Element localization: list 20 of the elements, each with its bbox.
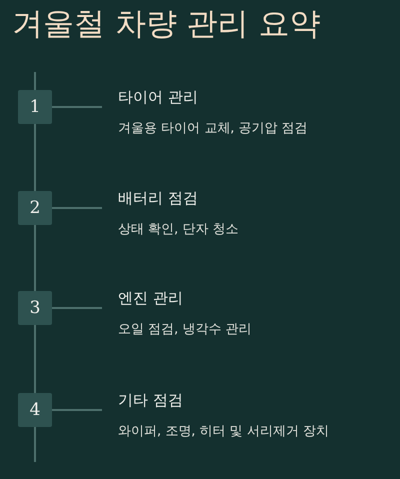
step-description: 와이퍼, 조명, 히터 및 서리제거 장치 <box>118 423 330 441</box>
step-heading: 기타 점검 <box>118 390 184 410</box>
step-description: 겨울용 타이어 교체, 공기압 점검 <box>118 120 309 138</box>
step-heading: 엔진 관리 <box>118 288 184 308</box>
connector-line <box>52 307 102 309</box>
connector-line <box>52 409 102 411</box>
connector-line <box>52 207 102 209</box>
timeline-line <box>34 124 36 191</box>
step-number-box: 4 <box>18 393 52 427</box>
step-number-box: 3 <box>18 291 52 325</box>
step-heading: 배터리 점검 <box>118 188 199 208</box>
step-description: 오일 점검, 냉각수 관리 <box>118 321 253 339</box>
connector-line <box>52 106 102 108</box>
step-heading: 타이어 관리 <box>118 87 199 107</box>
step-number-box: 1 <box>18 90 52 124</box>
timeline-line <box>34 225 36 291</box>
timeline-line <box>34 325 36 393</box>
step-number-box: 2 <box>18 191 52 225</box>
title: 겨울철 차량 관리 요약 <box>12 5 321 44</box>
step-description: 상태 확인, 단자 청소 <box>118 221 240 239</box>
